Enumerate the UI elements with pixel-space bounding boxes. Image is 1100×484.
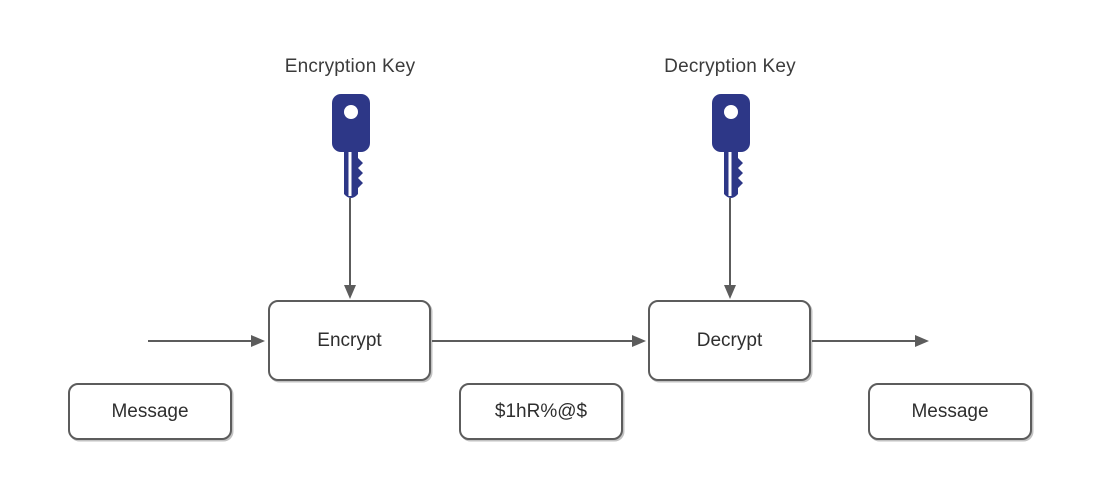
decryption-key-icon	[710, 94, 752, 209]
encrypt-box[interactable]: Encrypt	[268, 300, 431, 381]
decryption-key-arrow	[721, 198, 741, 302]
encryption-key-arrow	[341, 198, 361, 302]
encryption-key-icon	[330, 94, 372, 209]
plaintext-in-label: Message	[111, 400, 189, 422]
input-arrow	[148, 331, 268, 351]
ciphertext-box[interactable]: $1hR%@$	[459, 383, 623, 440]
decrypt-box[interactable]: Decrypt	[648, 300, 811, 381]
decrypt-box-label: Decrypt	[696, 329, 763, 351]
encryption-key-label: Encryption Key	[284, 56, 416, 77]
plaintext-in-box[interactable]: Message	[68, 383, 232, 440]
output-arrow	[812, 331, 932, 351]
plaintext-out-label: Message	[911, 400, 989, 422]
ciphertext-label: $1hR%@$	[494, 400, 588, 422]
encrypt-box-label: Encrypt	[317, 329, 382, 351]
plaintext-out-box[interactable]: Message	[868, 383, 1032, 440]
decryption-key-label: Decryption Key	[664, 56, 796, 77]
encrypt-to-decrypt-arrow	[432, 331, 650, 351]
